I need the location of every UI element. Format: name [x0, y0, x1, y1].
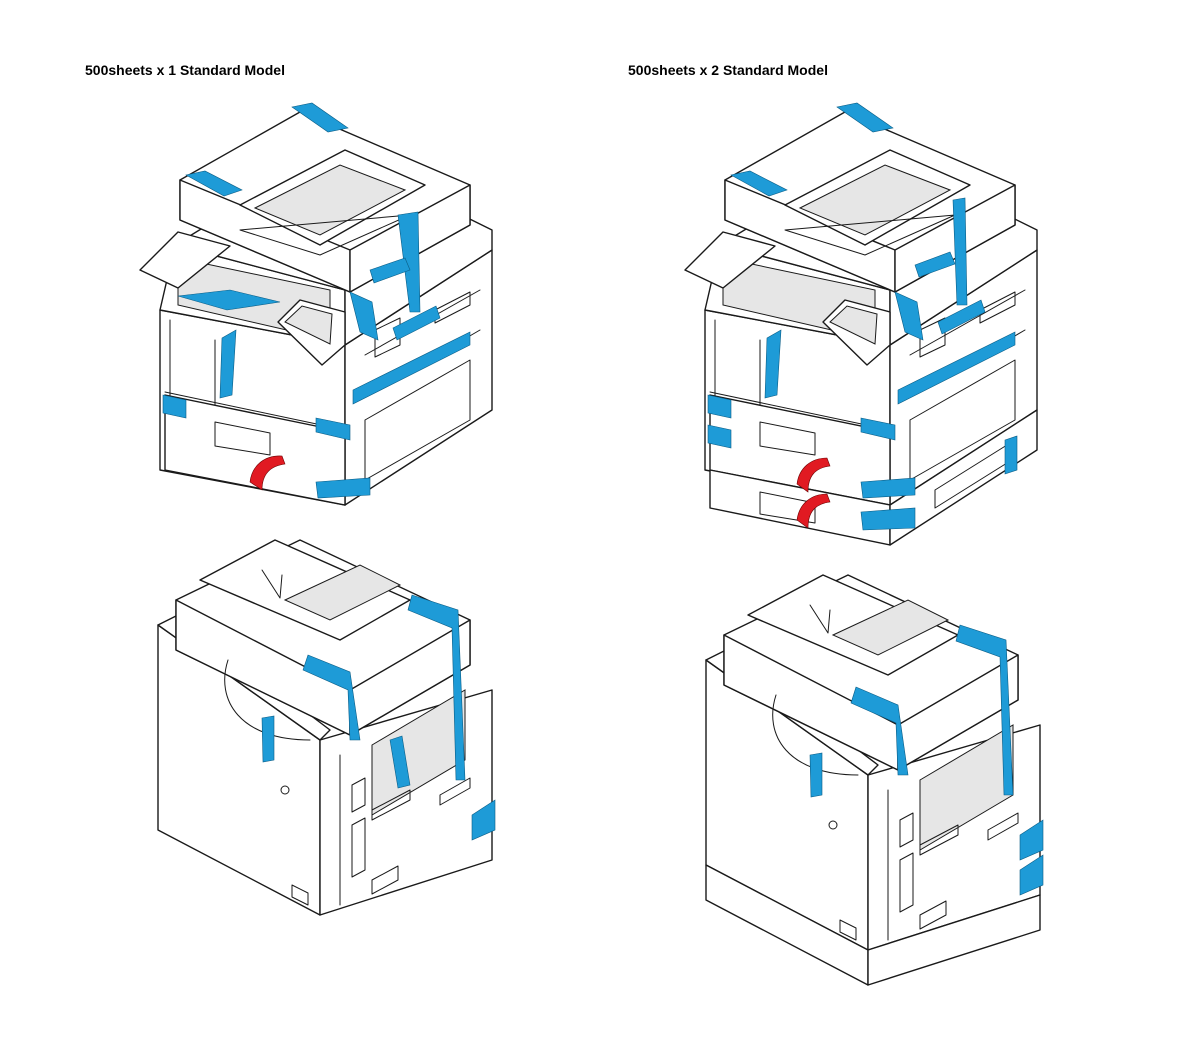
tape-strips [707, 102, 1018, 531]
model-title-1-tray: 500sheets x 1 Standard Model [85, 62, 285, 78]
front-view-2-tray [684, 102, 1038, 546]
front-view-1-tray [139, 102, 493, 506]
rear-view-1-tray [157, 539, 496, 916]
tape-strips [809, 624, 1044, 896]
pull-tab-icon [796, 457, 831, 493]
tape-strips [162, 102, 471, 499]
pull-tab-icon [796, 493, 831, 529]
model-title-2-tray: 500sheets x 2 Standard Model [628, 62, 828, 78]
tape-strips [261, 594, 496, 841]
rear-view-2-tray [705, 574, 1044, 986]
pull-tab-icon [249, 455, 286, 491]
